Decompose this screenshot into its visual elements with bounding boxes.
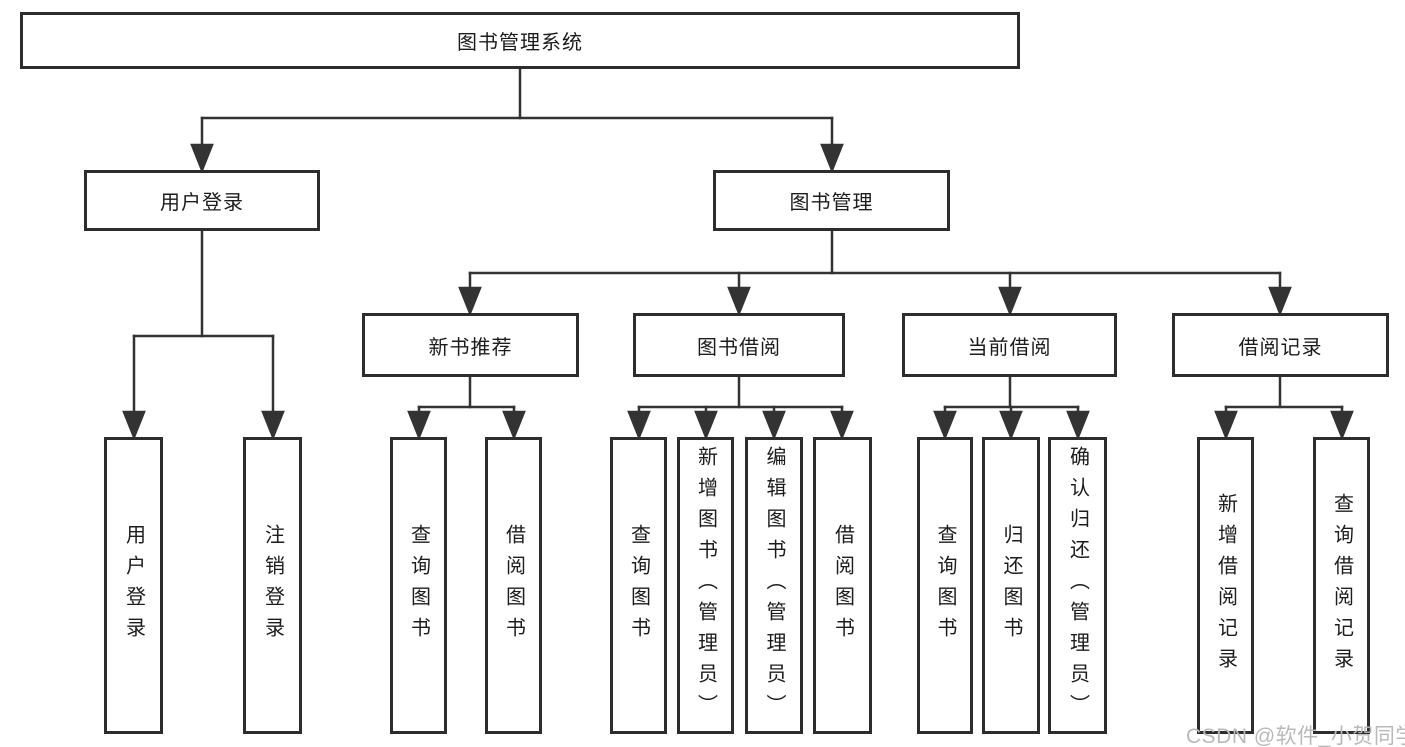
node-leaf-user-login: 用户登录 bbox=[104, 437, 163, 734]
node-leaf-add-book-admin-label: 新增图书（管理员） bbox=[694, 446, 717, 725]
watermark-text: CSDN @软件_小贺同学 bbox=[1186, 725, 1405, 747]
node-leaf-borrow-books-recommend: 借阅图书 bbox=[485, 437, 542, 734]
node-leaf-add-book-admin: 新增图书（管理员） bbox=[677, 437, 734, 734]
node-current-borrowing: 当前借阅 bbox=[902, 313, 1117, 377]
node-leaf-confirm-return-admin-label: 确认归还（管理员） bbox=[1066, 446, 1089, 725]
node-leaf-logout-label: 注销登录 bbox=[261, 523, 284, 648]
node-new-book-recommendation: 新书推荐 bbox=[362, 313, 579, 377]
node-leaf-confirm-return-admin: 确认归还（管理员） bbox=[1048, 437, 1107, 734]
node-leaf-edit-book-admin: 编辑图书（管理员） bbox=[745, 437, 803, 734]
node-leaf-query-books-recommend: 查询图书 bbox=[390, 437, 447, 734]
node-leaf-add-borrow-record-label: 新增借阅记录 bbox=[1214, 492, 1237, 679]
node-leaf-borrow-books-label: 借阅图书 bbox=[831, 523, 854, 648]
node-leaf-edit-book-admin-label: 编辑图书（管理员） bbox=[763, 446, 785, 725]
node-leaf-query-books-recommend-label: 查询图书 bbox=[407, 523, 430, 648]
node-leaf-logout: 注销登录 bbox=[243, 437, 302, 734]
node-leaf-borrow-books-recommend-label: 借阅图书 bbox=[502, 523, 525, 648]
node-leaf-query-books-current-label: 查询图书 bbox=[934, 523, 956, 648]
node-library-management-system: 图书管理系统 bbox=[20, 12, 1020, 69]
node-book-borrowing: 图书借阅 bbox=[633, 313, 845, 377]
node-leaf-add-borrow-record: 新增借阅记录 bbox=[1197, 437, 1254, 734]
node-leaf-query-books-current: 查询图书 bbox=[917, 437, 973, 734]
node-leaf-query-books-borrowing-label: 查询图书 bbox=[627, 523, 650, 648]
node-user-login-branch: 用户登录 bbox=[84, 170, 320, 231]
node-leaf-return-book-label: 归还图书 bbox=[1000, 523, 1022, 648]
node-leaf-user-login-label: 用户登录 bbox=[122, 523, 145, 648]
node-book-management-branch: 图书管理 bbox=[713, 170, 950, 231]
node-leaf-query-borrow-record-label: 查询借阅记录 bbox=[1330, 492, 1353, 679]
node-leaf-query-borrow-record: 查询借阅记录 bbox=[1313, 437, 1370, 734]
node-leaf-return-book: 归还图书 bbox=[982, 437, 1040, 734]
node-borrowing-records: 借阅记录 bbox=[1172, 313, 1389, 377]
node-leaf-query-books-borrowing: 查询图书 bbox=[610, 437, 667, 734]
node-leaf-borrow-books: 借阅图书 bbox=[813, 437, 872, 734]
